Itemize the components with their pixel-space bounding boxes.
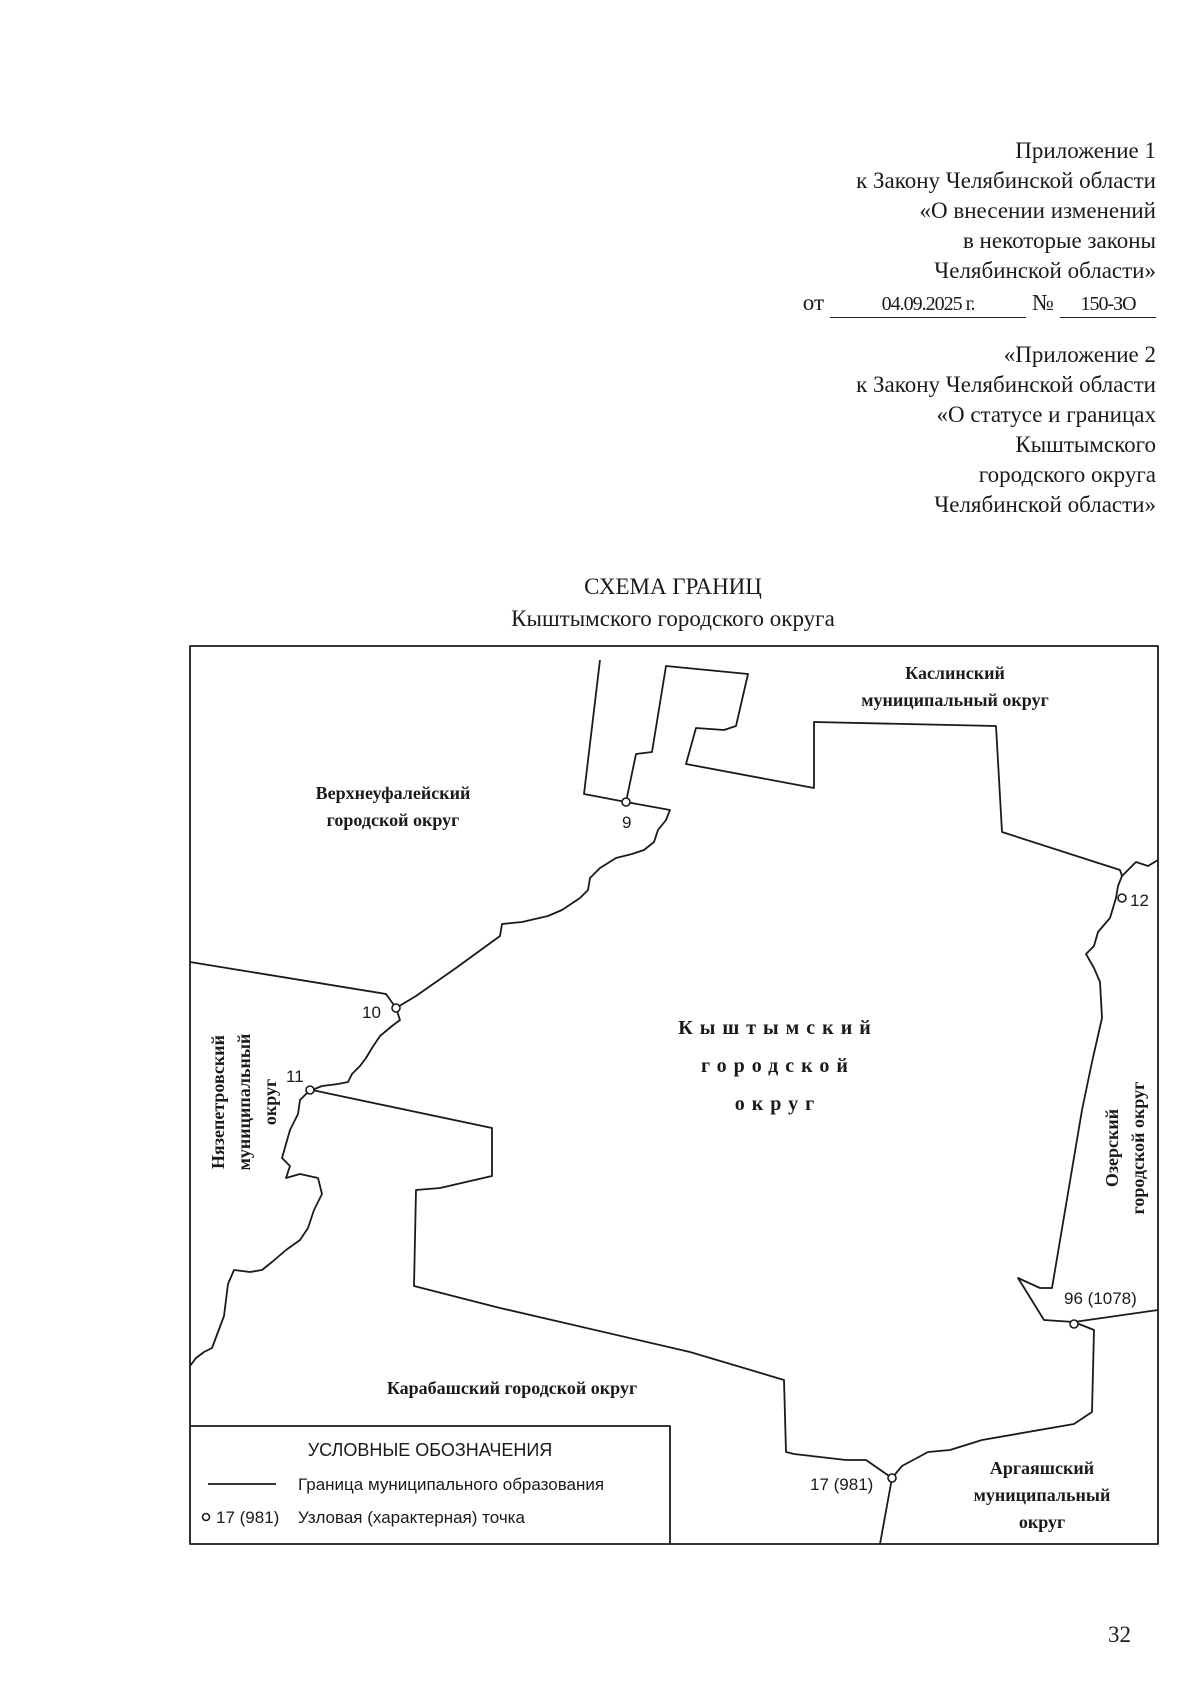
law-number: 150-ЗО xyxy=(1060,291,1156,318)
original-appendix-header: «Приложение 2 к Закону Челябинской облас… xyxy=(856,340,1156,520)
original-line-2: к Закону Челябинской области xyxy=(856,372,1156,397)
appendix-line-4: в некоторые законы xyxy=(962,228,1156,253)
nodal-point-17-marker xyxy=(887,1473,897,1483)
boundary-nyazepetrovsk-karabash xyxy=(189,1089,323,1367)
boundary-kasli-verkhneufaley xyxy=(583,659,627,803)
legend-boundary-label: Граница муниципального образования xyxy=(298,1475,604,1494)
nodal-point-12-label: 12 xyxy=(1130,891,1149,910)
boundary-verkhneufaley-nyazepetrovsk xyxy=(189,961,397,1009)
nodal-point-10-marker xyxy=(391,1003,401,1013)
label-kyshtym-3: округ xyxy=(735,1093,821,1115)
label-karabash: Карабашский городской округ xyxy=(387,1378,637,1398)
law-date: 04.09.2025 г. xyxy=(830,291,1027,318)
label-argayash-1: Аргаяшский xyxy=(990,1458,1094,1478)
nodal-point-96-label: 96 (1078) xyxy=(1064,1289,1137,1308)
label-kasli-1: Каслинский xyxy=(905,663,1005,683)
legend-frame xyxy=(190,1425,671,1544)
kyshtym-boundary xyxy=(311,665,1123,1479)
label-nyazepetrovsk-2: муниципальный xyxy=(234,1034,254,1171)
original-line-1: «Приложение 2 xyxy=(1003,342,1156,367)
original-line-4: Кыштымского xyxy=(1015,432,1156,457)
appendix-line-2: к Закону Челябинской области xyxy=(856,168,1156,193)
nodal-point-11-marker xyxy=(305,1085,315,1095)
label-argayash-2: муниципальный xyxy=(974,1485,1111,1505)
boundary-ozersk-argayash xyxy=(1073,1309,1159,1323)
legend-point-marker xyxy=(201,1512,211,1522)
scheme-subtitle: Кыштымского городского округа xyxy=(511,606,835,631)
label-ozersk-1: Озерский xyxy=(1102,1109,1122,1187)
nodal-point-12-marker xyxy=(1117,893,1127,903)
label-verkhneufaley-1: Верхнеуфалейский xyxy=(316,783,471,803)
label-kyshtym-2: городской xyxy=(701,1055,855,1077)
appendix-header: Приложение 1 к Закону Челябинской област… xyxy=(803,136,1156,318)
boundary-karabash-argayash xyxy=(879,1477,893,1545)
boundary-ozersk-kasli xyxy=(1121,859,1159,877)
nodal-point-17-label: 17 (981) xyxy=(810,1475,873,1494)
label-ozersk-2: городской округ xyxy=(1128,1082,1148,1215)
label-kasli-2: муниципальный округ xyxy=(861,690,1049,710)
original-line-6: Челябинской области» xyxy=(934,492,1156,517)
label-argayash-3: округ xyxy=(1019,1512,1065,1532)
nodal-point-96-marker xyxy=(1069,1319,1079,1329)
legend-point-label: Узловая (характерная) точка xyxy=(298,1508,525,1527)
law-date-number: от 04.09.2025 г. № 150-ЗО xyxy=(803,286,1156,318)
number-prefix: № xyxy=(1032,290,1054,315)
label-verkhneufaley-2: городской округ xyxy=(327,810,460,830)
original-line-3: «О статусе и границах xyxy=(936,402,1156,427)
original-line-5: городского округа xyxy=(978,462,1156,487)
appendix-line-3: «О внесении изменений xyxy=(919,198,1156,223)
appendix-line-5: Челябинской области» xyxy=(934,258,1156,283)
nodal-point-10-label: 10 xyxy=(362,1003,381,1022)
label-nyazepetrovsk-3: округ xyxy=(260,1079,280,1125)
label-nyazepetrovsk: Нязепетровский муниципальный округ xyxy=(208,1034,280,1171)
appendix-line-1: Приложение 1 xyxy=(1015,138,1156,163)
page-number: 32 xyxy=(1108,1622,1131,1647)
date-prefix: от xyxy=(802,290,825,315)
label-nyazepetrovsk-1: Нязепетровский xyxy=(208,1035,228,1169)
nodal-point-11-label: 11 xyxy=(286,1067,304,1086)
nodal-point-9-label: 9 xyxy=(622,813,631,832)
label-kyshtym-1: Кыштымский xyxy=(678,1017,878,1039)
legend-point-sample: 17 (981) xyxy=(216,1508,279,1527)
label-ozersk: Озерский городской округ xyxy=(1102,1082,1148,1215)
legend-title: УСЛОВНЫЕ ОБОЗНАЧЕНИЯ xyxy=(308,1440,553,1460)
map-frame xyxy=(189,645,1159,1545)
nodal-point-9-marker xyxy=(621,797,631,807)
scheme-title: СХЕМА ГРАНИЦ xyxy=(584,574,762,599)
